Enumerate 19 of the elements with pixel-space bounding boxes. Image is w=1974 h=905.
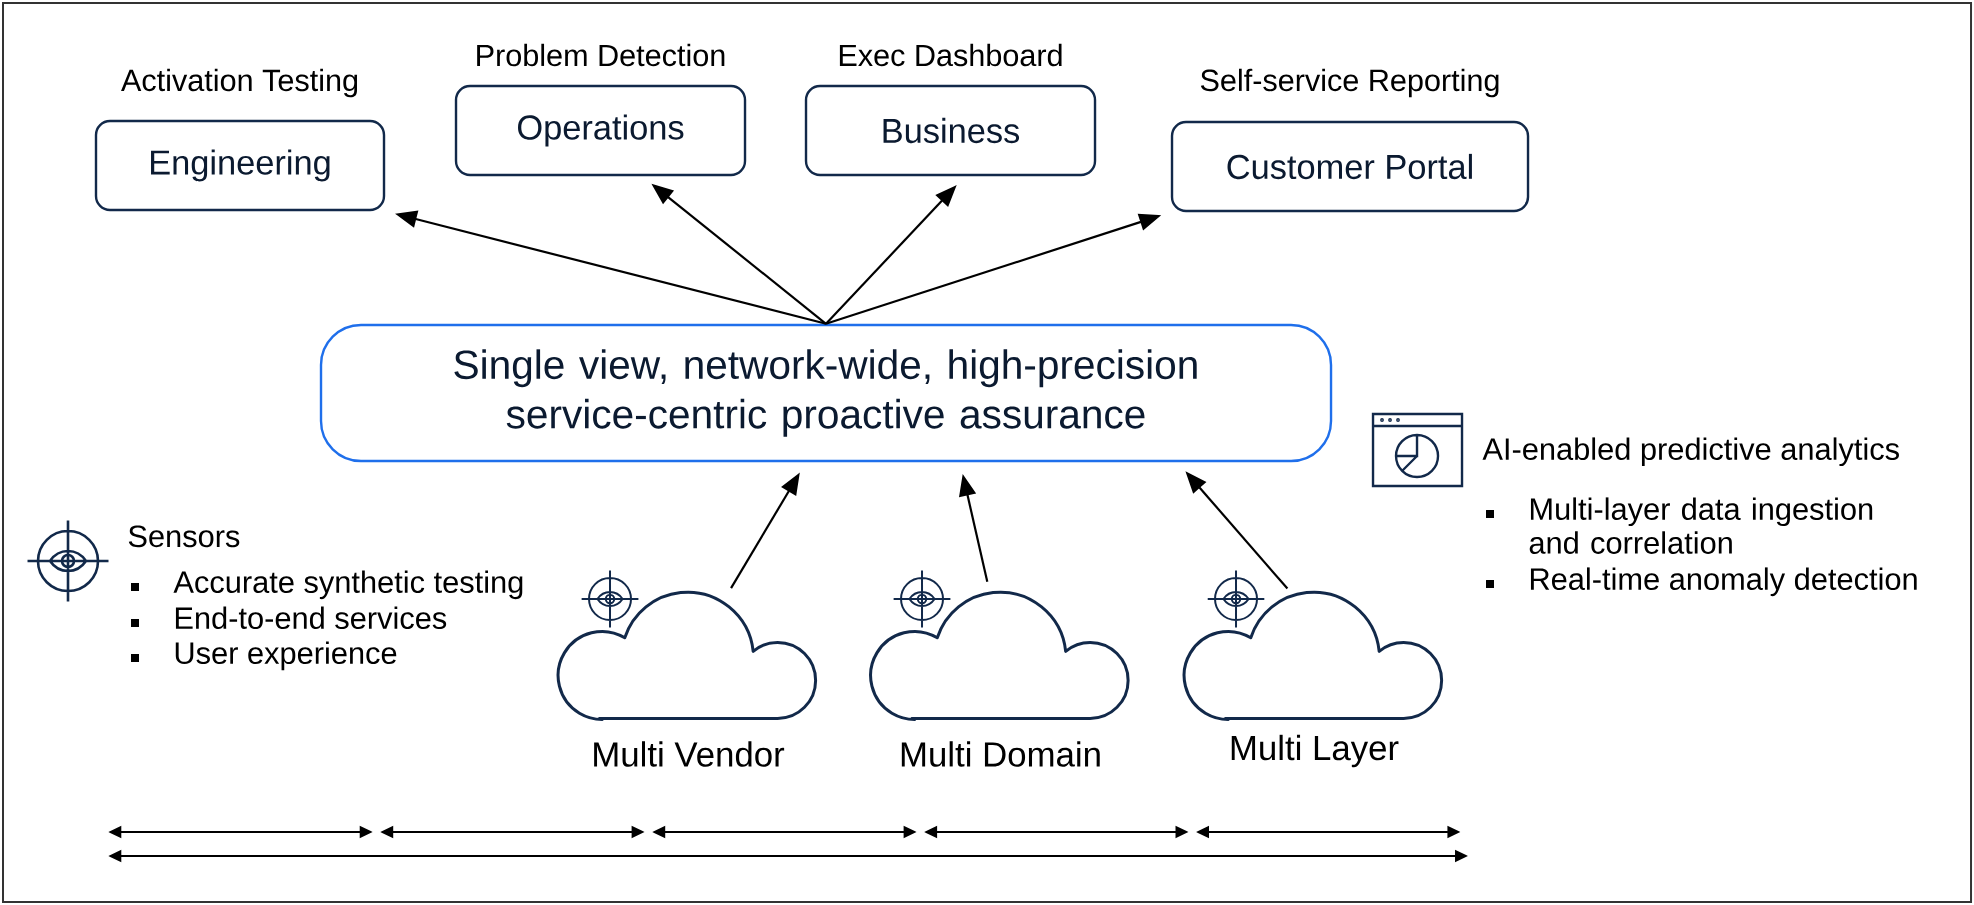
heading: Problem Detection bbox=[477, 43, 725, 67]
cloud-label: Multi Domain bbox=[901, 741, 1100, 767]
rounded-box: Customer Portal bbox=[1170, 120, 1530, 213]
heading: Activation Testing bbox=[121, 68, 358, 98]
list-heading: Sensors bbox=[128, 525, 240, 548]
list-item: Multi-layer data ingestion and correlation bbox=[1529, 497, 1873, 554]
list-item: End-to-end services bbox=[175, 606, 447, 630]
heading: Exec Dashboard bbox=[839, 43, 1062, 67]
rounded-box: Operations bbox=[454, 84, 747, 177]
list-item: Accurate synthetic testing bbox=[173, 570, 523, 600]
cloud-label: Multi Vendor bbox=[594, 741, 785, 767]
list-item: Real-time anomaly detection bbox=[1530, 567, 1917, 597]
list-heading: AI-enabled predictive analytics bbox=[1482, 437, 1899, 467]
cloud-label: Multi Layer bbox=[1231, 734, 1399, 768]
rounded-box: Business bbox=[804, 84, 1097, 177]
rounded-box: Engineering bbox=[94, 119, 386, 212]
heading: Self-service Reporting bbox=[1200, 68, 1499, 98]
list-item: User experience bbox=[175, 641, 397, 671]
rounded-box: Single view, network-wide, high-precision service-centric proactive assurance bbox=[319, 323, 1333, 463]
